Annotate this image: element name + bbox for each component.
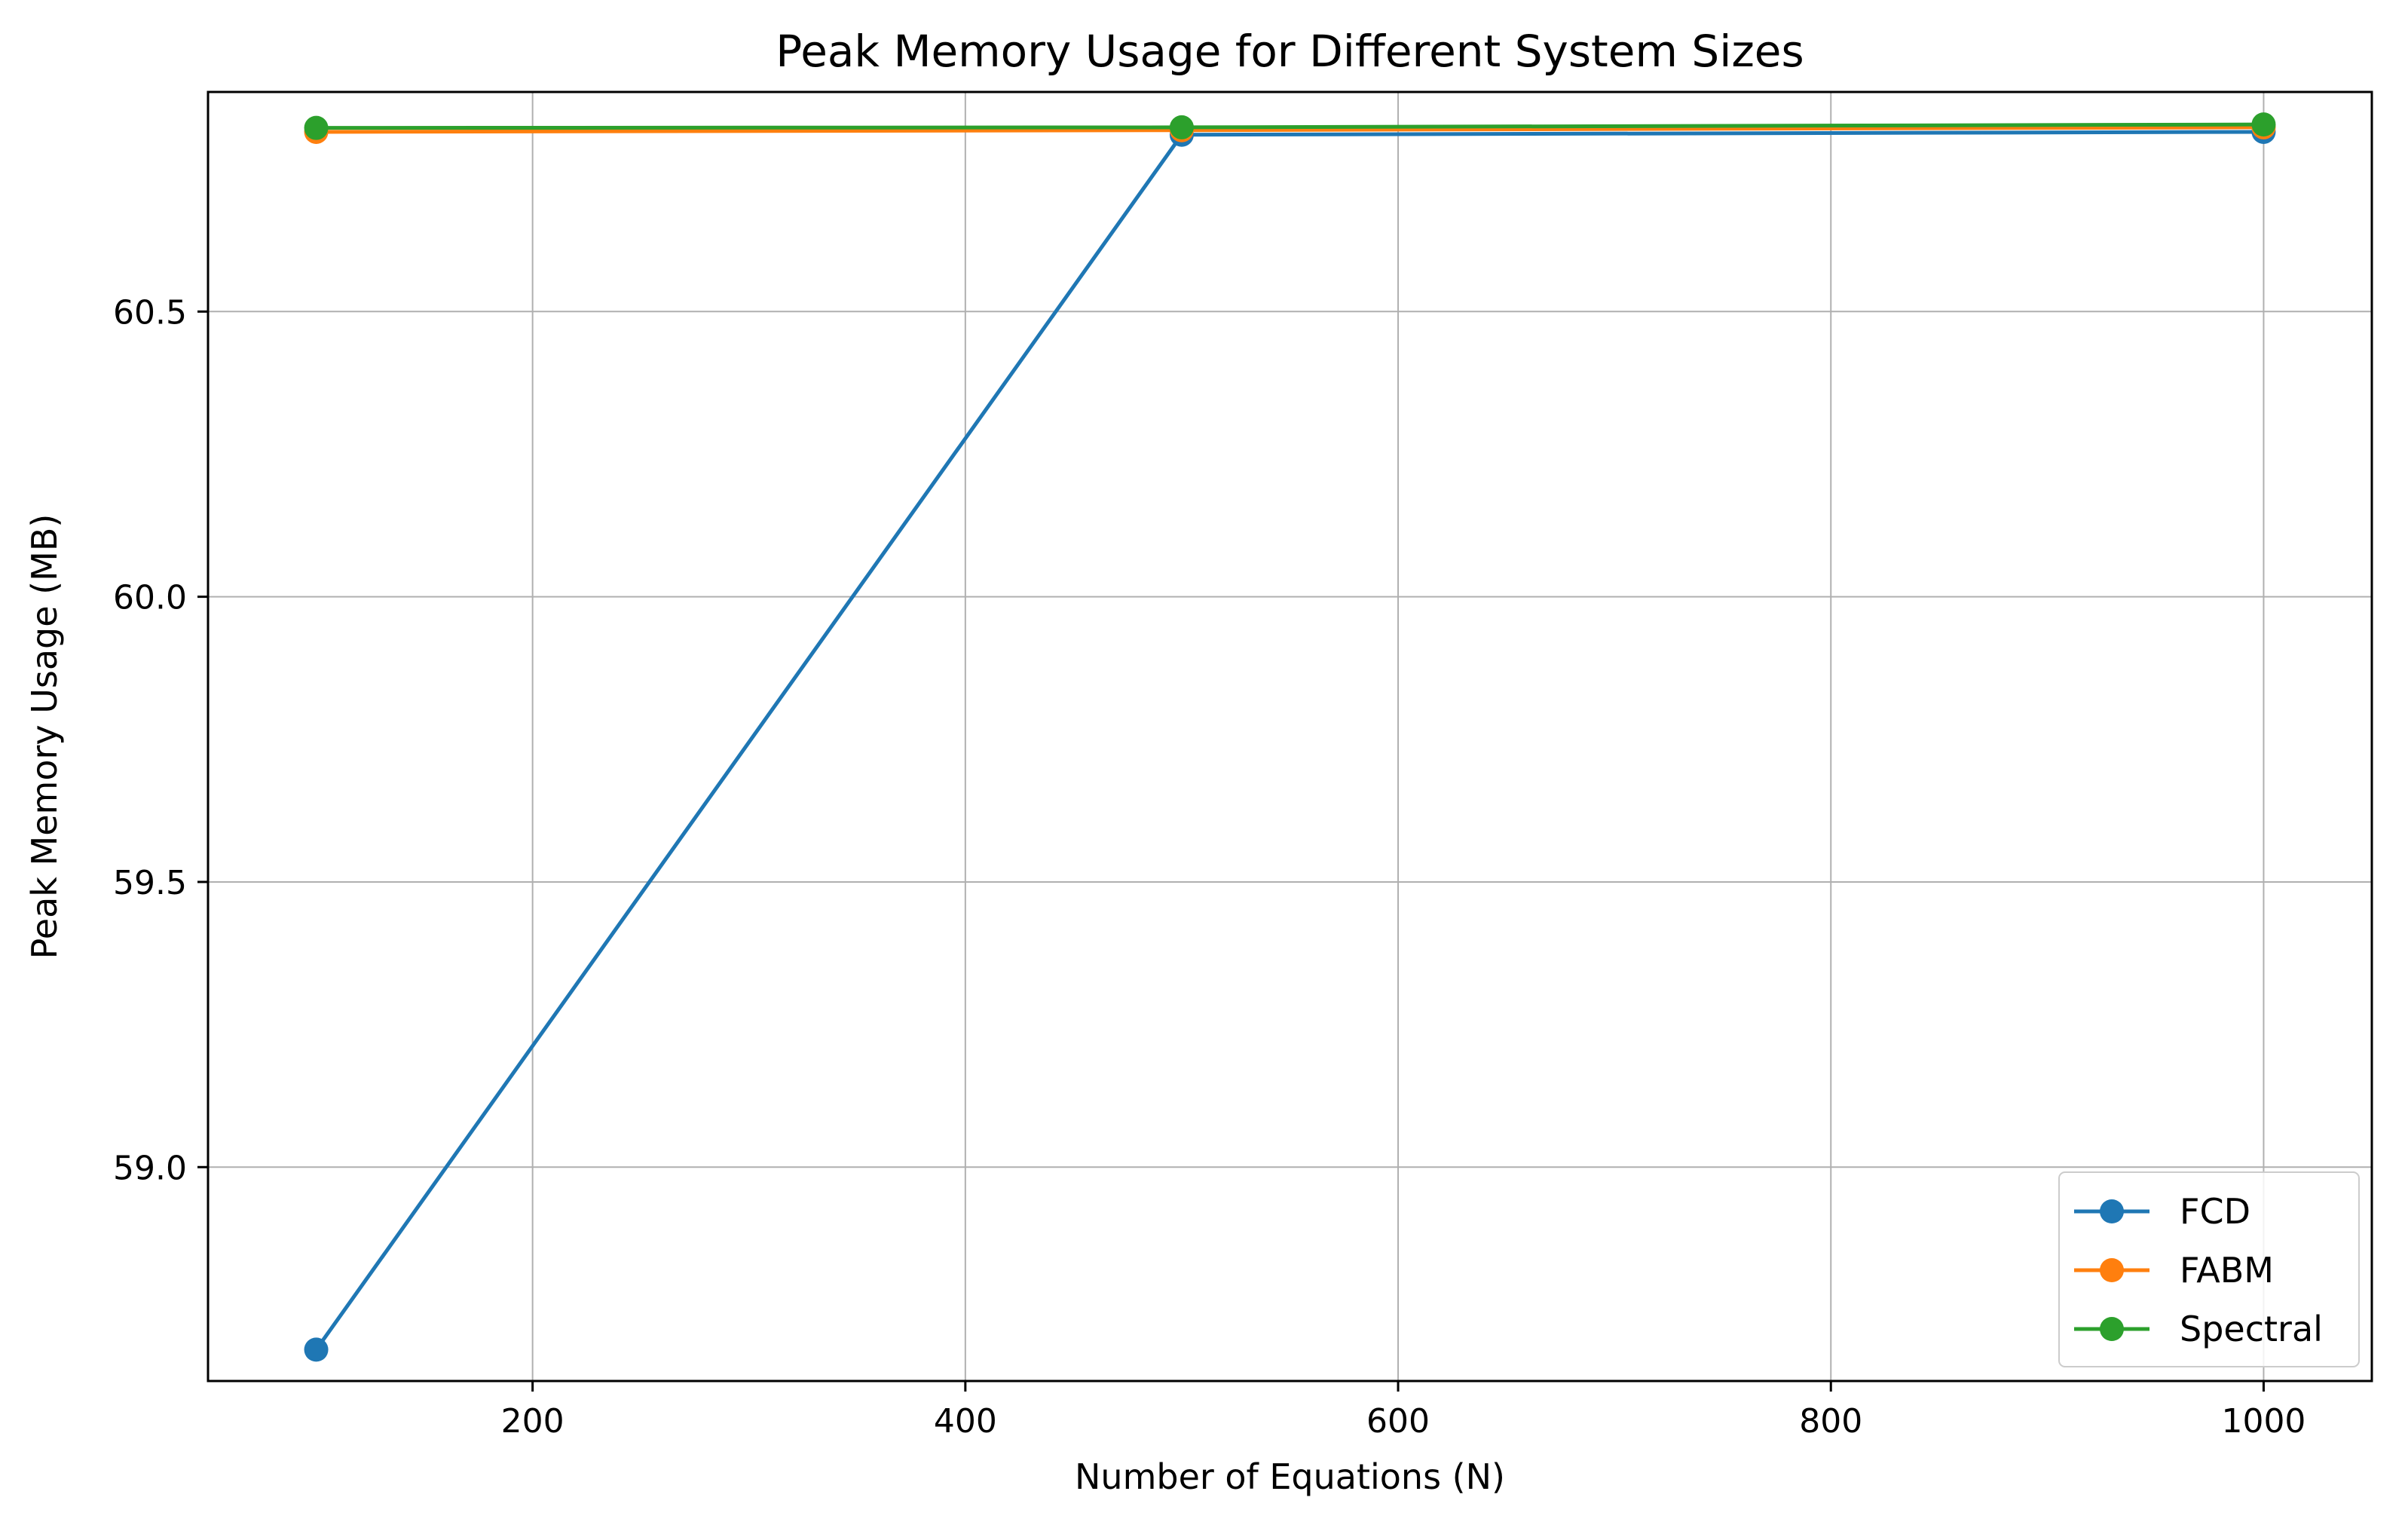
- legend-item: FABM: [2074, 1250, 2274, 1291]
- y-axis-label: Peak Memory Usage (MB): [24, 514, 65, 960]
- x-axis-label: Number of Equations (N): [1075, 1456, 1505, 1497]
- x-tick-label: 1000: [2221, 1402, 2305, 1441]
- chart-title: Peak Memory Usage for Different System S…: [776, 26, 1804, 77]
- plot-area-frame: [207, 90, 2373, 1383]
- legend: FCD FABM Spectral: [2058, 1171, 2360, 1367]
- y-axis-ticks: 59.0 59.5 60.0 60.5: [113, 293, 208, 1187]
- legend-label: FCD: [2180, 1191, 2250, 1232]
- grid-lines: [208, 92, 2372, 1381]
- legend-label: FABM: [2180, 1250, 2274, 1291]
- data-point: [1169, 115, 1194, 139]
- x-tick-label: 600: [1366, 1402, 1430, 1441]
- legend-box: [2058, 1171, 2360, 1367]
- series-spectral: [304, 112, 2276, 140]
- data-point: [304, 115, 329, 140]
- legend-label: Spectral: [2180, 1309, 2323, 1349]
- y-tick-label: 59.5: [113, 864, 187, 902]
- y-tick-label: 59.0: [113, 1149, 187, 1187]
- legend-marker: [2100, 1199, 2124, 1223]
- legend-marker: [2100, 1317, 2124, 1341]
- x-axis-ticks: 200 400 600 800 1000: [501, 1381, 2305, 1441]
- x-tick-label: 400: [934, 1402, 997, 1441]
- legend-item: Spectral: [2074, 1309, 2323, 1349]
- y-tick-label: 60.5: [113, 293, 187, 332]
- legend-item: FCD: [2074, 1191, 2250, 1232]
- data-point: [2251, 112, 2276, 137]
- y-tick-label: 60.0: [113, 579, 187, 617]
- data-point: [304, 1337, 329, 1362]
- x-tick-label: 200: [501, 1402, 565, 1441]
- x-tick-label: 800: [1799, 1402, 1862, 1441]
- series-layer: [304, 112, 2276, 1362]
- legend-marker: [2100, 1258, 2124, 1282]
